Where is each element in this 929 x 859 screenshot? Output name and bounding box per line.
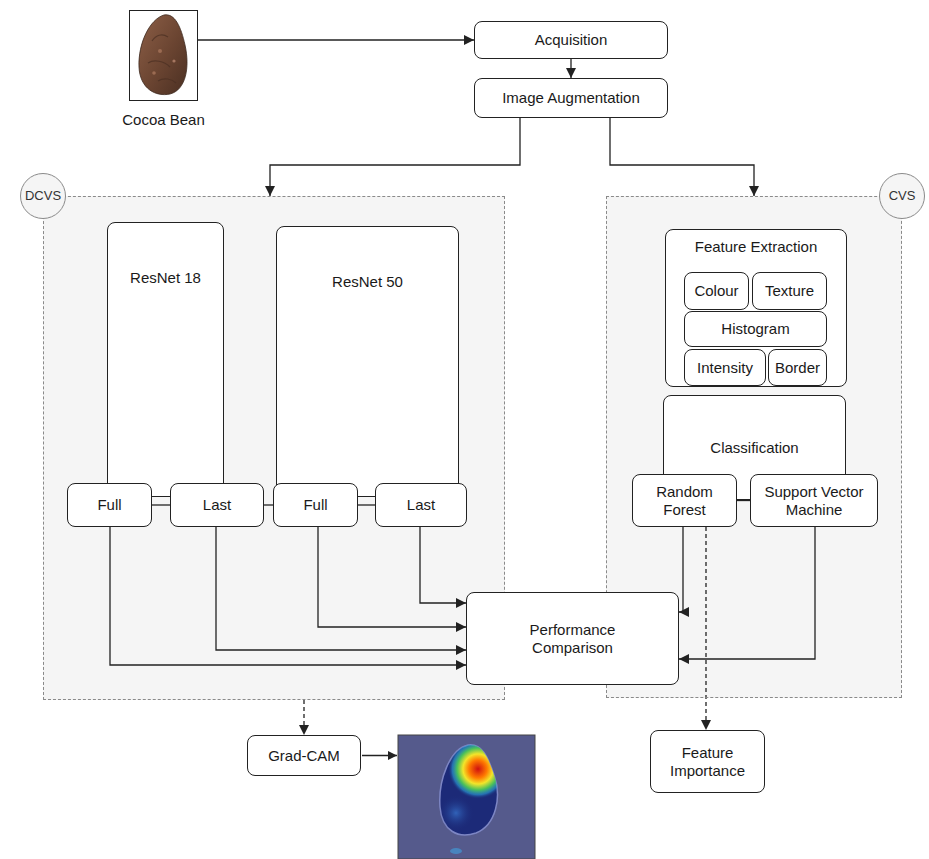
leader-line [362, 755, 397, 756]
region-label: DCVS [25, 188, 61, 204]
flow-arrow [198, 39, 474, 40]
node-label: Cocoa Bean [122, 111, 205, 129]
node-label: Acquisition [535, 31, 608, 49]
node-label: Full [97, 496, 121, 514]
node-label: Colour [694, 282, 738, 300]
node-label: Random Forest [637, 483, 732, 519]
method-box: Support Vector Machine [750, 474, 878, 527]
heatmap-ground [398, 735, 535, 859]
bean-texture [148, 35, 176, 83]
flow-arrow [318, 527, 466, 627]
flow-arrow [570, 59, 571, 78]
bean-speck [152, 71, 156, 75]
heatmap-coolspot [398, 735, 535, 859]
region-label: CVS [889, 188, 916, 204]
region-badge: CVS [879, 173, 925, 219]
flow-arrow [270, 118, 520, 196]
system-region: DCVSResNet 18ResNet 50FullLastFullLast [43, 196, 505, 700]
bean-speck [172, 59, 175, 62]
link-line [152, 504, 170, 505]
bean-speck [158, 49, 162, 53]
node-label: Feature Extraction [695, 238, 818, 256]
method-box: Random Forest [632, 474, 737, 527]
feature-box: Border [768, 349, 827, 386]
option-box: Full [67, 483, 152, 527]
node-label: ResNet 50 [332, 273, 403, 291]
flow-arrow [216, 527, 466, 650]
process-box: Grad-CAM [247, 735, 361, 776]
link-line [358, 504, 375, 505]
feature-box: Texture [752, 272, 827, 310]
node-label: Grad-CAM [268, 747, 340, 765]
node-label: Last [407, 496, 435, 514]
dashed-arrow [303, 700, 304, 735]
feature-box: Histogram [684, 311, 827, 347]
process-box: Image Augmentation [474, 78, 668, 118]
process-box: Performance Comparison [466, 592, 679, 685]
feature-box: Colour [684, 272, 749, 310]
flow-arrow [610, 118, 754, 196]
leader-arrow [355, 745, 401, 767]
link-line [737, 500, 750, 501]
image-frame: Cocoa Bean [129, 10, 198, 101]
node-label: Border [775, 359, 820, 377]
option-box: Full [273, 483, 358, 527]
region-badge: DCVS [20, 173, 66, 219]
flow-arrow [679, 527, 815, 659]
node-label: Image Augmentation [502, 89, 640, 107]
output-box: Feature Importance [650, 730, 765, 793]
link-line [264, 504, 273, 505]
node-label: Support Vector Machine [755, 483, 873, 519]
node-label: Performance Comparison [498, 621, 648, 657]
region-ground [43, 196, 505, 700]
heatmap-hotspot [398, 735, 535, 859]
node-label: Full [303, 496, 327, 514]
process-box: Acquisition [474, 21, 668, 59]
node-label: Intensity [697, 359, 753, 377]
flow-arrow [110, 527, 466, 665]
node-label: Texture [765, 282, 814, 300]
node-label: Last [203, 496, 231, 514]
bean-shape [139, 15, 187, 95]
node-label: Histogram [721, 320, 789, 338]
node-label: Classification [710, 439, 798, 457]
grad-cam-heatmap [398, 735, 535, 859]
node-label: Feature Importance [655, 744, 760, 780]
heatmap-speck [450, 848, 462, 854]
stage-box: Feature ExtractionColour TextureHistogram… [665, 229, 847, 387]
feature-box: Intensity [684, 349, 766, 386]
option-box: Last [375, 483, 467, 527]
cocoa-bean-illustration [130, 11, 197, 100]
node-label: ResNet 18 [130, 269, 201, 287]
dashed-arrow [705, 527, 706, 730]
model-box: ResNet 50 [276, 226, 459, 497]
model-box: ResNet 18 [107, 222, 224, 497]
flow-arrow [420, 527, 466, 603]
option-box: Last [170, 483, 264, 527]
flow-arrow [679, 527, 683, 612]
